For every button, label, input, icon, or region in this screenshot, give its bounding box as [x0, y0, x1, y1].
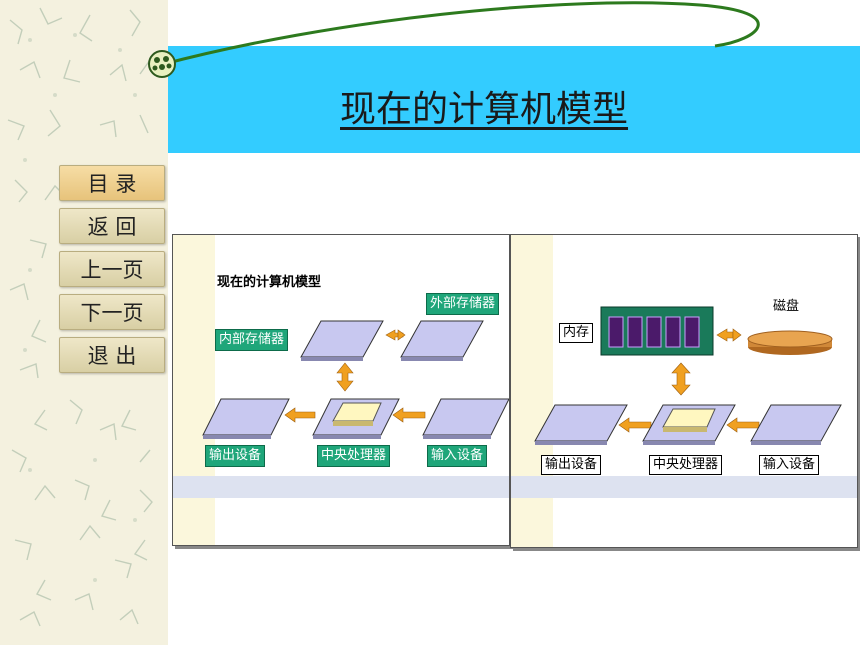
header-bar [168, 46, 860, 153]
memory-label: 内存 [559, 323, 594, 343]
cpu-label: 中央处理器 [317, 445, 391, 467]
nav-exit-button[interactable]: 退 出 [59, 337, 165, 373]
nav-next-page-button[interactable]: 下一页 [59, 294, 165, 330]
right-diagram-panel: 内存 磁盘 输出设备 中央处理器 输入设备 [510, 234, 858, 548]
page-title: 现在的计算机模型 [340, 89, 629, 130]
input-device-label: 输入设备 [759, 455, 820, 475]
internal-memory-label: 内部存储器 [215, 329, 289, 351]
nav-contents-button[interactable]: 目 录 [59, 165, 165, 201]
cpu-label: 中央处理器 [649, 455, 723, 475]
left-diagram-graphics [202, 320, 509, 439]
input-device-label: 输入设备 [427, 445, 488, 467]
output-device-label: 输出设备 [541, 455, 602, 475]
panel-stripe [173, 476, 509, 498]
output-device-label: 输出设备 [205, 445, 266, 467]
left-diagram-panel: 现在的计算机模型 外部存储器 内部存储器 输出设备 中央处理器 输入设备 [172, 234, 510, 546]
panel-stripe [511, 476, 857, 498]
diagram-caption: 现在的计算机模型 [217, 275, 322, 290]
right-diagram-graphics [534, 306, 842, 445]
header-swoosh [148, 1, 760, 78]
nav-prev-page-button[interactable]: 上一页 [59, 251, 165, 287]
sidebar-pattern [7, 7, 153, 627]
external-memory-label: 外部存储器 [426, 293, 500, 315]
disk-label: 磁盘 [773, 299, 800, 314]
nav-back-button[interactable]: 返 回 [59, 208, 165, 244]
